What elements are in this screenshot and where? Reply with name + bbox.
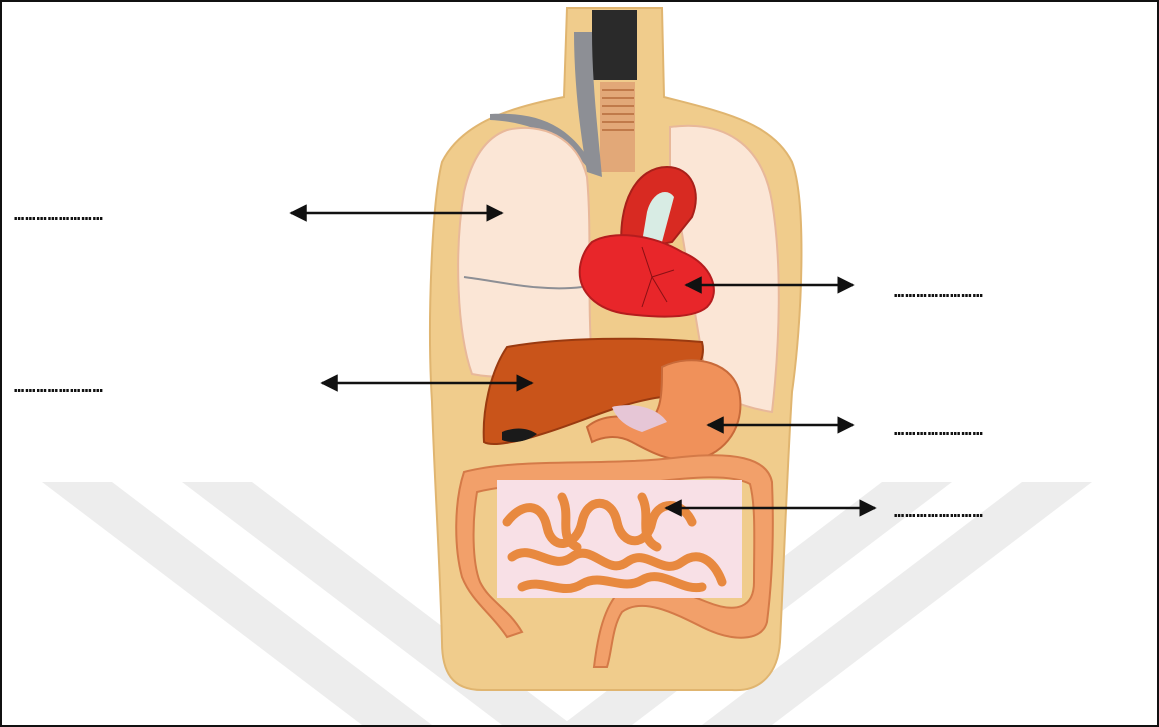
answer-blank-stomach[interactable]: …………………… xyxy=(894,420,984,440)
answer-blank-heart[interactable]: …………………… xyxy=(894,282,984,302)
answer-blank-lung[interactable]: …………………… xyxy=(14,205,104,225)
answer-blank-intestine[interactable]: …………………… xyxy=(894,502,984,522)
answer-blank-liver[interactable]: …………………… xyxy=(14,377,104,397)
